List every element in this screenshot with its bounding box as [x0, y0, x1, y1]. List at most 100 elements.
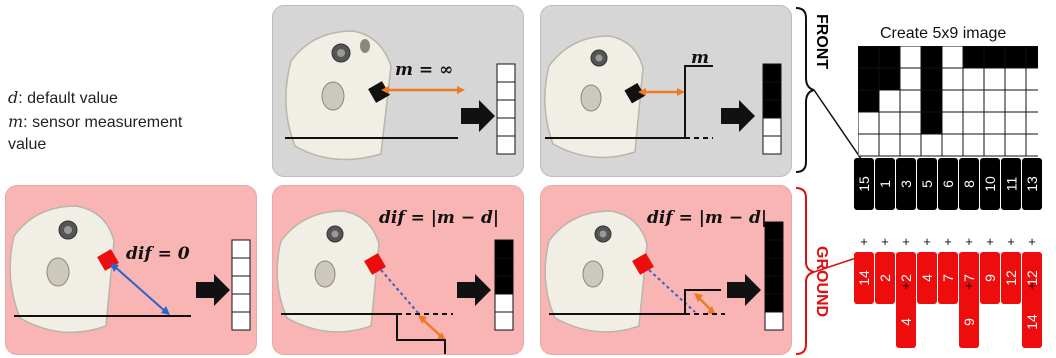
front-sensor — [368, 81, 390, 103]
bump-profile — [549, 289, 721, 315]
front-value-chip-label: 6 — [939, 180, 956, 188]
grid-cell — [899, 46, 922, 69]
ground-value-chip-label: 12 — [1002, 270, 1019, 286]
column-output — [496, 63, 516, 155]
grid-cell — [1025, 67, 1038, 91]
grid-cell — [899, 89, 922, 113]
grid-cell — [962, 111, 985, 135]
grid-cell — [941, 133, 964, 157]
grid-cell — [983, 111, 1006, 135]
output-arrow — [461, 100, 495, 132]
output-arrow — [721, 100, 755, 132]
ground-value-chip-label: 9 — [981, 274, 998, 282]
legend-m-symbol: m — [8, 112, 24, 131]
column-output — [762, 63, 782, 155]
ground-value-chip-label: 4 — [918, 274, 935, 282]
formula-ground-hole: dif = |m − d| — [379, 208, 500, 228]
front-value-chip-label: 10 — [981, 176, 998, 192]
grid-cell — [962, 67, 985, 91]
front-value-chip: 8 — [959, 158, 979, 210]
ground-extra-chip: 14 — [1022, 296, 1042, 348]
ground-value-chip: 2 — [896, 252, 916, 304]
grid-cell — [983, 133, 1006, 157]
grid-cell — [962, 89, 985, 113]
plus-sign: + — [902, 234, 910, 249]
output-arrow — [196, 274, 230, 306]
ground-value-chip: 7 — [959, 252, 979, 304]
grid-cell — [920, 67, 943, 91]
legend-d-symbol: d — [8, 88, 19, 107]
column-output — [494, 239, 514, 331]
binary-image-grid — [858, 46, 1038, 157]
grid-cell — [858, 46, 880, 69]
ground-extra-chip-label: 4 — [897, 318, 914, 326]
ground-extra-chip: 4 — [896, 296, 916, 348]
grid-cell — [962, 133, 985, 157]
ground-value-chip: 12 — [1022, 252, 1042, 304]
front-value-chip: 15 — [854, 158, 874, 210]
grid-cell — [962, 46, 985, 69]
grid-cell — [878, 46, 901, 69]
grid-cell — [941, 89, 964, 113]
plus-sign: + — [965, 278, 973, 293]
output-arrow — [727, 274, 761, 306]
legend-d-text: : default value — [18, 90, 118, 107]
plus-sign: + — [923, 234, 931, 249]
formula-ground-flat: dif = 0 — [126, 244, 190, 264]
front-value-chip-label: 15 — [855, 176, 872, 192]
plus-sign: + — [902, 278, 910, 293]
front-value-chip-label: 3 — [897, 180, 914, 188]
legend-m-line2: value — [8, 136, 47, 153]
formula-ground-bump: dif = |m − d| — [647, 208, 768, 228]
grid-cell — [878, 133, 901, 157]
hole-profile — [281, 313, 446, 354]
scene-ground-bump — [544, 210, 784, 333]
ground-extra-chip-label: 9 — [960, 318, 977, 326]
grid-cell — [1025, 46, 1038, 69]
front-value-chip: 6 — [938, 158, 958, 210]
front-value-chip: 11 — [1001, 158, 1021, 210]
grid-cell — [899, 111, 922, 135]
column-output — [231, 239, 251, 331]
ground-value-chip-label: 2 — [876, 274, 893, 282]
grid-cell — [1004, 67, 1027, 91]
formula-front-object: m — [691, 48, 709, 68]
grid-cell — [858, 89, 880, 113]
blue-range-arrow — [113, 265, 167, 313]
grid-cell — [1025, 89, 1038, 113]
ground-value-chip: 9 — [980, 252, 1000, 304]
ground-value-chip: 7 — [938, 252, 958, 304]
grid-cell — [941, 46, 964, 69]
robot-illustration — [9, 205, 115, 334]
column-output — [764, 221, 784, 331]
grid-cell — [983, 89, 1006, 113]
front-value-chip-label: 11 — [1002, 176, 1019, 192]
robot-illustration — [544, 35, 644, 159]
grid-cell — [878, 89, 901, 113]
scene-ground-hole — [276, 210, 514, 354]
ground-value-chip: 4 — [917, 252, 937, 304]
grid-cell — [1004, 133, 1027, 157]
front-value-chip-label: 8 — [960, 180, 977, 188]
blue-dotted-ray — [648, 269, 696, 313]
plus-sign: + — [944, 234, 952, 249]
scene-front-object — [544, 35, 782, 159]
grid-cell — [920, 89, 943, 113]
ground-value-chip: 12 — [1001, 252, 1021, 304]
ground-value-chip: 2 — [875, 252, 895, 304]
grid-cell — [899, 67, 922, 91]
image-title: Create 5x9 image — [880, 25, 1007, 42]
front-value-chip: 3 — [896, 158, 916, 210]
orange-diff-arrow — [420, 317, 444, 339]
grid-cell — [920, 133, 943, 157]
grid-cell — [1004, 111, 1027, 135]
plus-sign: + — [1028, 278, 1036, 293]
ground-sensor — [632, 253, 654, 275]
front-value-chip-label: 5 — [918, 180, 935, 188]
front-sensor — [624, 82, 645, 104]
front-value-chip: 13 — [1022, 158, 1042, 210]
formula-front-infinite: m = ∞ — [395, 60, 454, 80]
ground-label: GROUND — [813, 246, 830, 318]
legend-m: m: sensor measurement — [8, 112, 182, 132]
plus-sign: + — [965, 234, 973, 249]
